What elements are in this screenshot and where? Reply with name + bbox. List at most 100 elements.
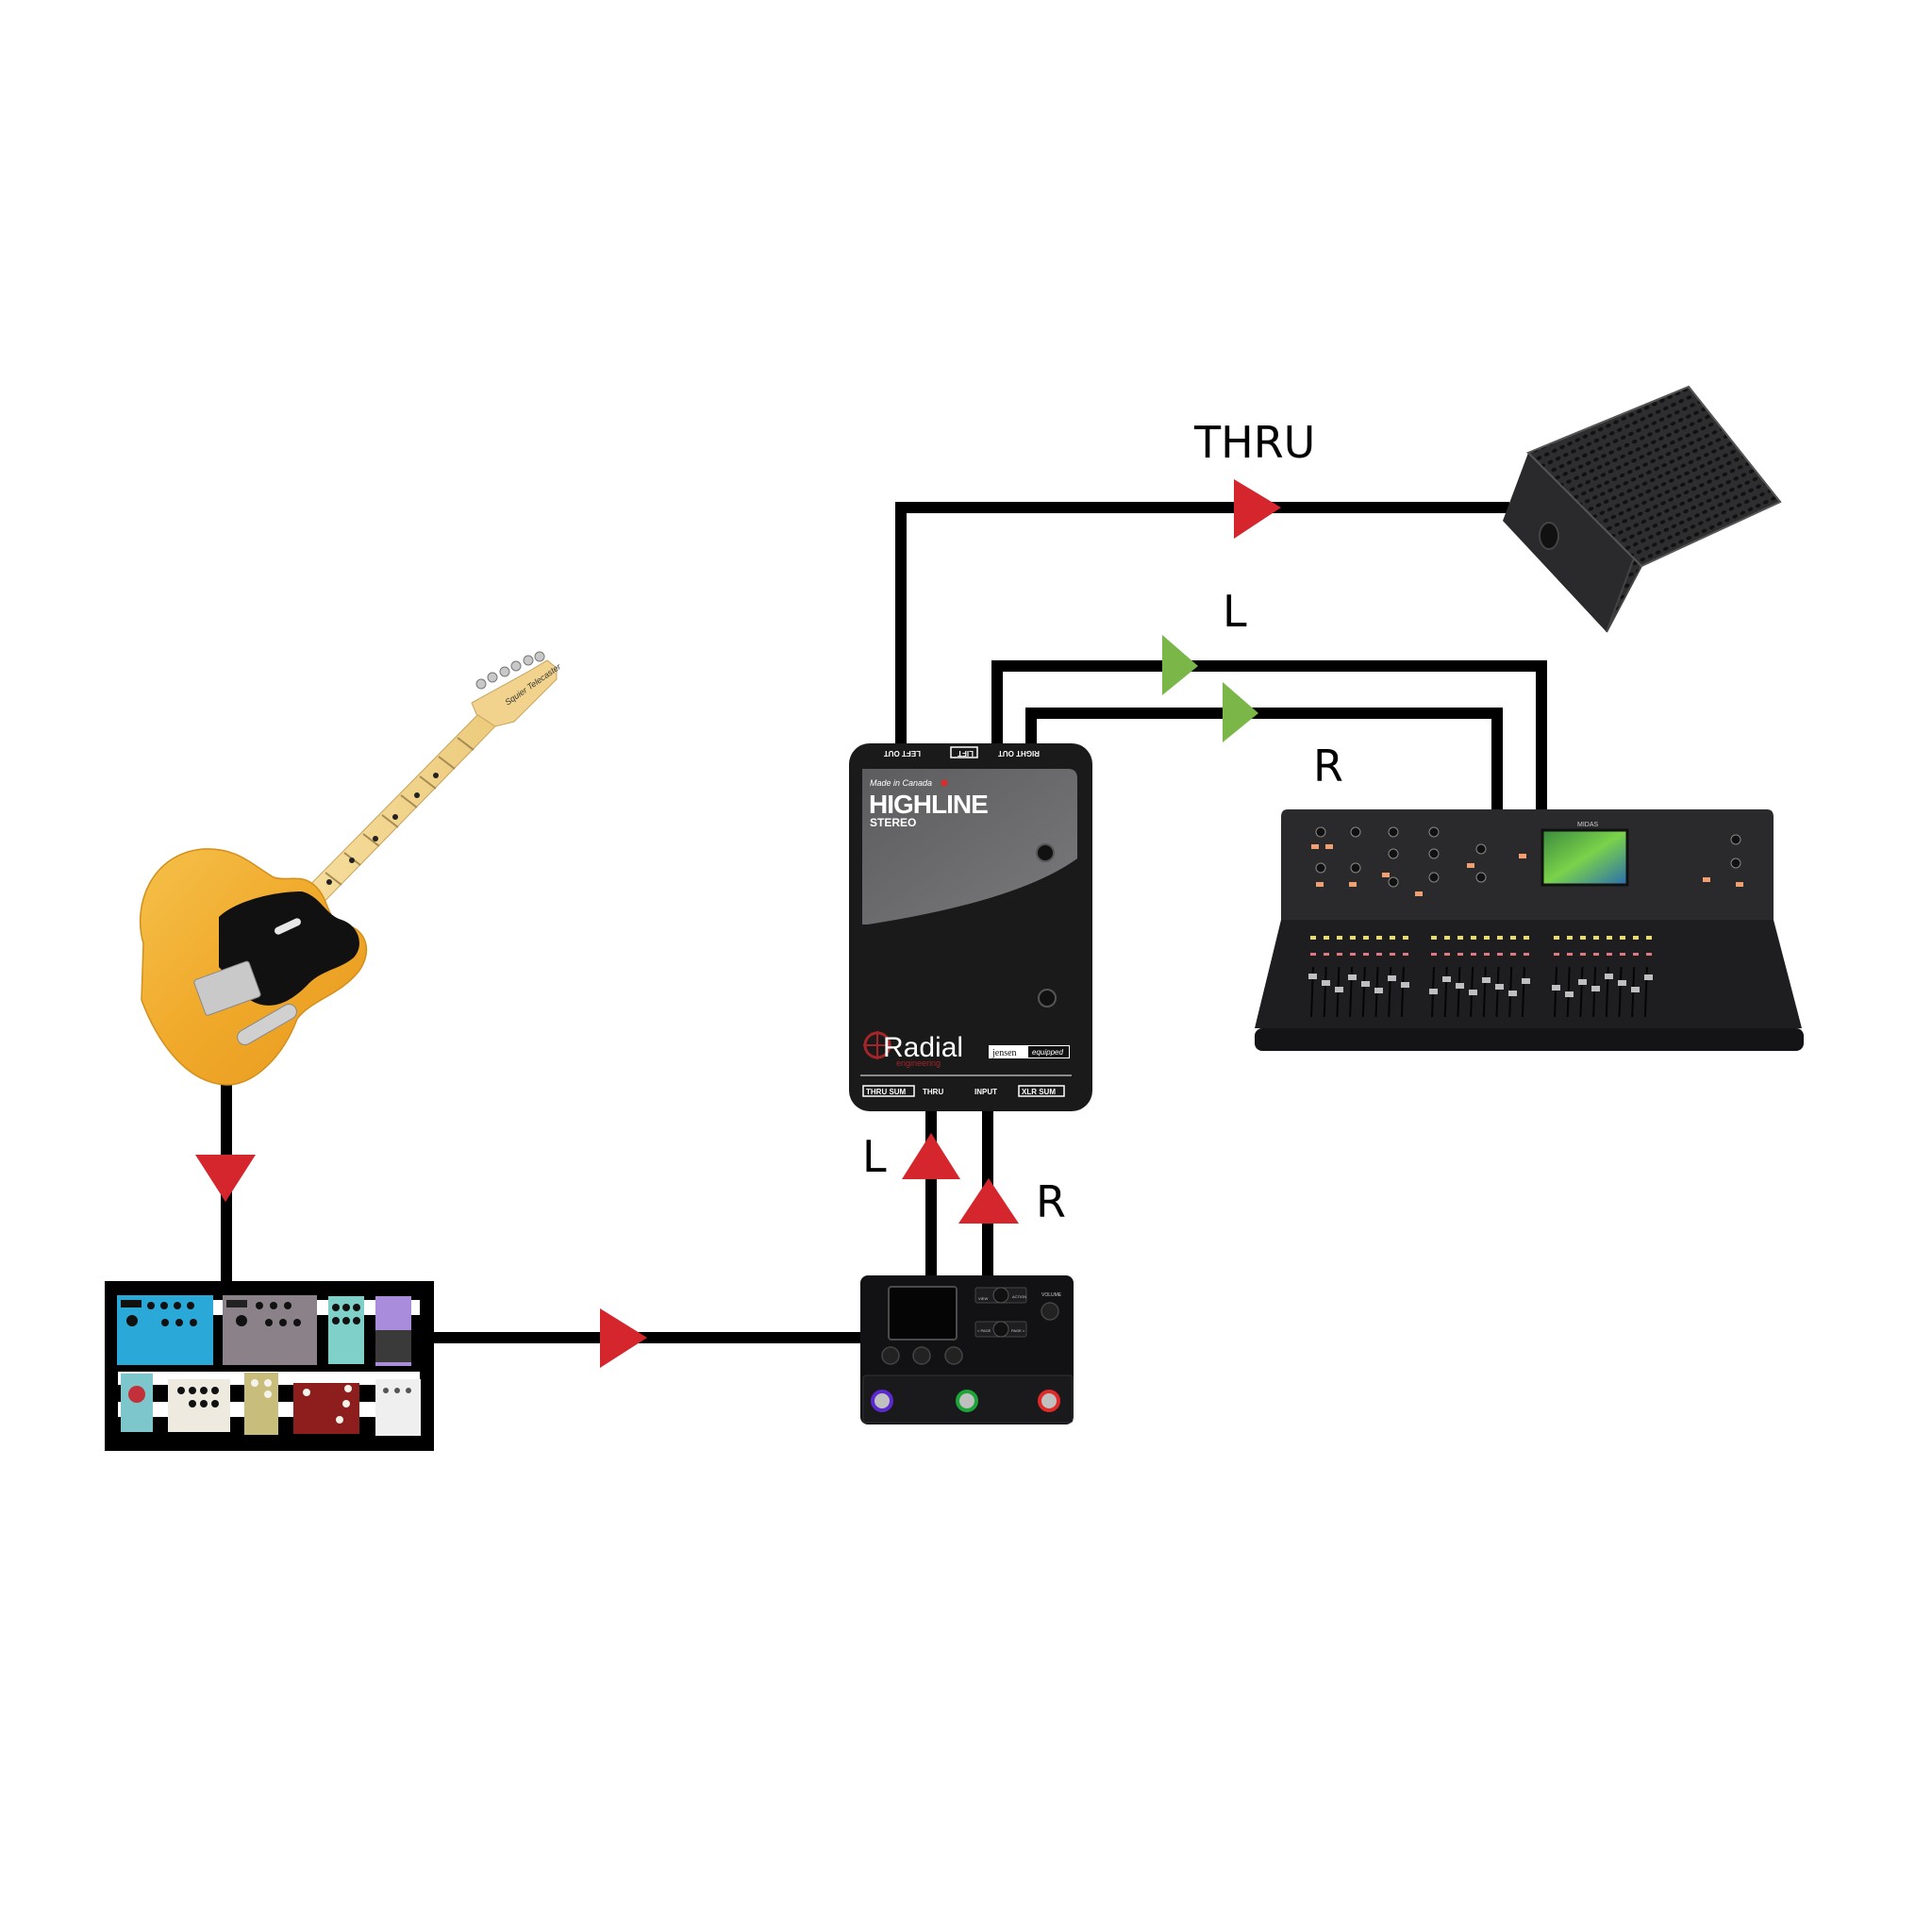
di-port-xlr-sum: XLR SUM <box>1022 1088 1056 1096</box>
wire-di-to-monitor-thru <box>895 502 1509 745</box>
mixer-channel-select <box>1376 953 1382 956</box>
mixer-fader-cap <box>1565 991 1574 997</box>
mixer-fader-cap <box>1374 988 1383 993</box>
mixer-fader-track <box>1361 966 1366 1018</box>
mixer-channel-led <box>1524 936 1529 940</box>
label-right-bottom: R <box>1036 1176 1066 1227</box>
mixer-fader-cap <box>1429 989 1438 994</box>
arrows <box>195 479 1281 1368</box>
mixer-channel-led <box>1567 936 1573 940</box>
monitor-side <box>1503 453 1641 632</box>
mixer-channel-select <box>1350 953 1356 956</box>
guitar-bridge <box>193 960 261 1016</box>
arrow-right-red-thru <box>1234 479 1281 539</box>
mixer-fader-track <box>1457 966 1461 1018</box>
mixer-channel-led <box>1620 936 1625 940</box>
mixer-channel-led <box>1310 936 1316 940</box>
mixer-fader-cap <box>1644 974 1653 980</box>
mixer-channel-led <box>1580 936 1586 940</box>
pedal-gold <box>244 1373 278 1435</box>
mixer-channel-select <box>1363 953 1369 956</box>
label-right-top: R <box>1313 741 1343 791</box>
label-thru: THRU <box>1193 417 1315 468</box>
di-made-in: Made in Canada <box>870 778 932 788</box>
multifx-screen <box>888 1286 958 1341</box>
mixer-channel-select <box>1633 953 1639 956</box>
mixer-fader-cap <box>1631 987 1640 992</box>
di-screw-bottom <box>1038 989 1057 1008</box>
mixer-fader-cap <box>1618 980 1626 986</box>
mixer-channel-select <box>1646 953 1652 956</box>
mixer-fader-track <box>1482 966 1487 1018</box>
mixer-channel-led <box>1457 936 1463 940</box>
arrow-up-red-left <box>902 1133 960 1179</box>
mixer-channel-select <box>1337 953 1342 956</box>
mixer-fader-track <box>1521 966 1525 1018</box>
wires <box>221 502 1547 1343</box>
guitar-control-plate <box>237 1004 297 1045</box>
guitar-fret-dots <box>326 773 439 885</box>
mixer-fader-cap <box>1591 986 1600 991</box>
mixer-fader-cap <box>1508 991 1517 996</box>
mixer-brand: MIDAS <box>1577 822 1599 828</box>
mixer-fader-cap <box>1348 974 1357 980</box>
guitar: Squier Telecaster <box>139 651 563 1086</box>
arrow-right-green-right <box>1223 682 1258 742</box>
mixer-fader-cap <box>1361 981 1370 987</box>
mixer-fader-track <box>1592 966 1597 1018</box>
mixer-channel-led <box>1324 936 1329 940</box>
mixer-channel-select <box>1620 953 1625 956</box>
di-model-sub: STEREO <box>870 816 916 829</box>
di-port-left-out: LEFT OUT <box>884 749 921 758</box>
mixer-fader-cap <box>1388 975 1396 981</box>
arrow-up-red-right <box>958 1178 1019 1224</box>
mixer-fader-track <box>1579 966 1584 1018</box>
mixer-channel-led <box>1363 936 1369 940</box>
multifx-knobs <box>881 1302 1059 1365</box>
mixer-channel-select <box>1390 953 1395 956</box>
mixer-fader-cap <box>1552 985 1560 991</box>
di-badge-equipped: equipped <box>1032 1048 1063 1057</box>
mixer-fader-cap <box>1456 983 1464 989</box>
mixer-channel-led <box>1471 936 1476 940</box>
mixer-fader-track <box>1554 966 1557 1018</box>
pedal-white <box>375 1379 421 1436</box>
mixer-channel-select <box>1497 953 1503 956</box>
pedalboard <box>105 1281 434 1451</box>
mixer-channel-select <box>1403 953 1408 956</box>
mixer-channel-led <box>1646 936 1652 940</box>
mixer-channel-led <box>1633 936 1639 940</box>
mixer-screen <box>1541 828 1629 887</box>
mixer-channel-led <box>1337 936 1342 940</box>
svg-text:VIEW: VIEW <box>978 1296 988 1301</box>
guitar-neck-pickup <box>275 918 301 935</box>
mixer-channel-select <box>1524 953 1529 956</box>
mixer-fader-track <box>1495 966 1500 1018</box>
wire-di-to-mixer-left <box>991 660 1547 811</box>
mixer-channel-led <box>1376 936 1382 940</box>
mixer-channel-select <box>1580 953 1586 956</box>
multi-effects-unit: VOLUME VIEW ACTION < PAGE PAGE > <box>860 1275 1074 1424</box>
mixer-channel-select <box>1593 953 1599 956</box>
mixer-fader-cap <box>1605 974 1613 979</box>
svg-text:PAGE >: PAGE > <box>1011 1328 1025 1333</box>
mixer-channel-led <box>1403 936 1408 940</box>
label-left-top: L <box>1223 586 1247 637</box>
mixer-fader-track <box>1388 966 1392 1018</box>
mixer-channel-select <box>1457 953 1463 956</box>
mixer-channel-select <box>1310 953 1316 956</box>
di-port-right-out: RIGHT OUT <box>998 749 1040 758</box>
pedal-cream-drive <box>168 1379 230 1432</box>
guitar-tuners <box>475 651 545 690</box>
monitor-connector <box>1539 522 1559 550</box>
mixer-fader-cap <box>1522 978 1530 984</box>
mixer-faders <box>1308 936 1653 1018</box>
mixer-top-panel <box>1281 809 1774 920</box>
mixer-fader-deck <box>1255 920 1802 1028</box>
stage-monitor <box>1503 385 1782 633</box>
mixer-channel-select <box>1607 953 1612 956</box>
mixer-channel-select <box>1554 953 1559 956</box>
mixer-front-rail <box>1255 1028 1804 1051</box>
footswitch-green <box>956 1390 978 1412</box>
